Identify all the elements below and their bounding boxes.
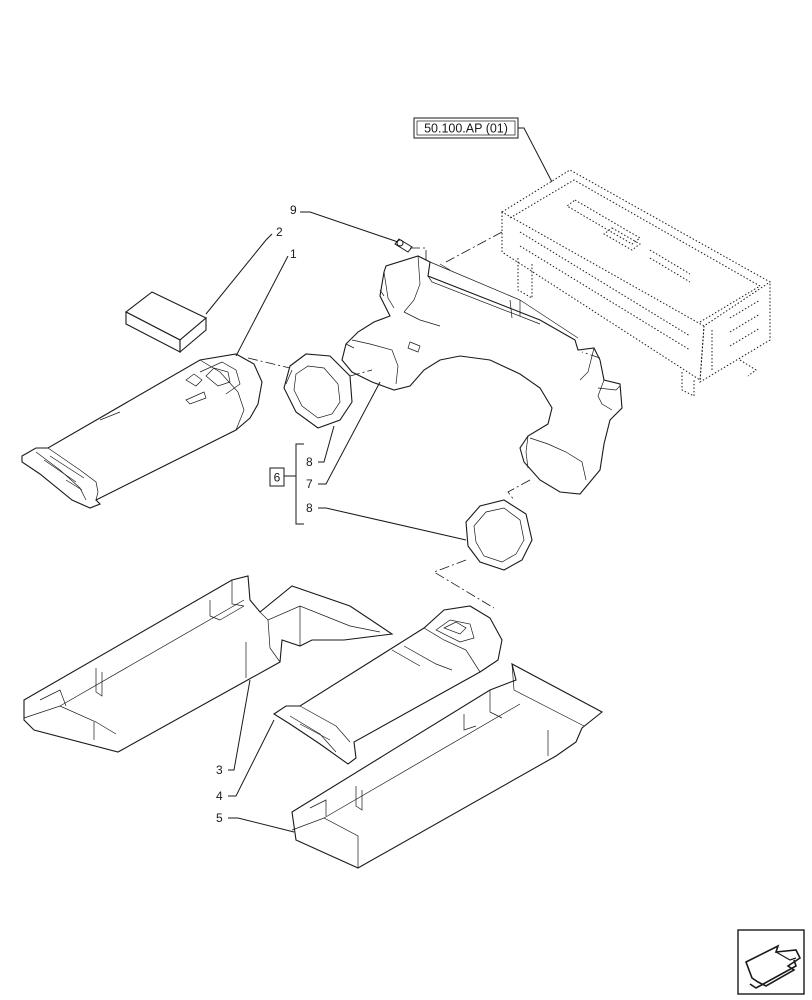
floor-duct-part-3 (23, 575, 394, 753)
seal-part-8-upper (283, 353, 353, 429)
seal-part-8-lower (465, 499, 533, 571)
callout-8-lower: 8 (306, 501, 313, 515)
air-duct-part-4 (272, 605, 503, 765)
air-duct-part-1 (21, 353, 263, 509)
callout-3: 3 (216, 763, 223, 777)
floor-duct-part-5 (291, 662, 603, 869)
leader-lines (205, 211, 467, 833)
distribution-duct-part-7 (341, 255, 623, 495)
callout-9: 9 (290, 203, 297, 217)
callout-8-upper: 8 (306, 455, 313, 469)
group-kit-6: 6 (269, 467, 285, 487)
callout-7: 7 (306, 477, 313, 491)
reference-link[interactable]: 50.100.AP (01) (413, 117, 519, 139)
hvac-unit (501, 169, 771, 397)
next-page-arrow-icon[interactable] (737, 929, 805, 995)
callout-4: 4 (216, 789, 223, 803)
group-label: 6 (274, 471, 281, 485)
foam-pad-part-2 (124, 291, 208, 354)
callout-2: 2 (276, 225, 283, 239)
screw-part-9 (394, 238, 413, 253)
callout-1: 1 (290, 247, 297, 261)
reference-label: 50.100.AP (01) (424, 122, 508, 136)
callout-5: 5 (216, 811, 223, 825)
